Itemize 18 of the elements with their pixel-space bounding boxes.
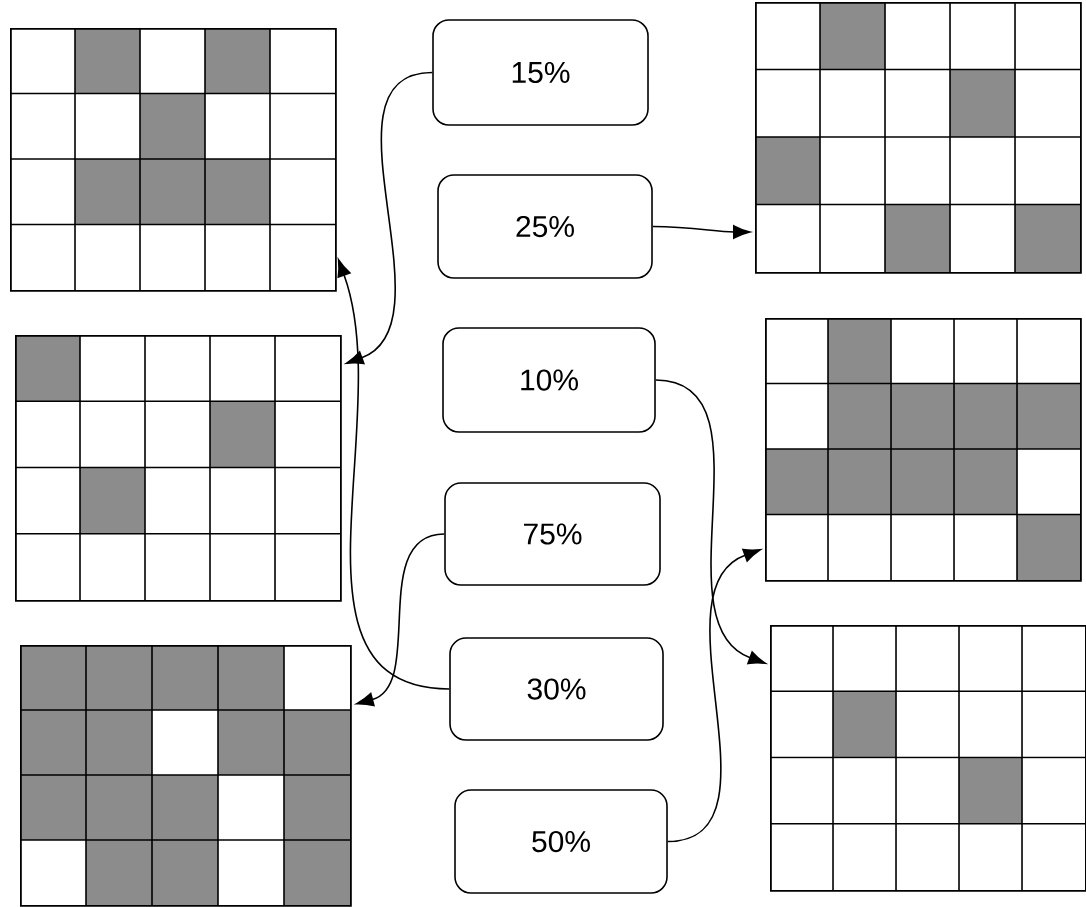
label-box: 10% [442, 327, 656, 433]
pixel-grid [754, 1, 1082, 274]
label-box: 25% [437, 174, 653, 279]
label-box: 15% [432, 19, 649, 126]
arrow [667, 548, 761, 843]
arrow [337, 259, 450, 690]
arrow [345, 71, 433, 365]
pixel-grid [769, 624, 1086, 892]
arrow [655, 379, 766, 665]
label-box: 75% [444, 482, 661, 586]
label-box: 30% [449, 637, 664, 741]
pixel-grid [9, 27, 337, 292]
arrow [356, 533, 445, 707]
pixel-grid [19, 644, 352, 907]
arrow [652, 225, 751, 239]
pixel-grid [14, 334, 342, 602]
label-box: 50% [454, 789, 668, 894]
pixel-grid [764, 317, 1082, 582]
